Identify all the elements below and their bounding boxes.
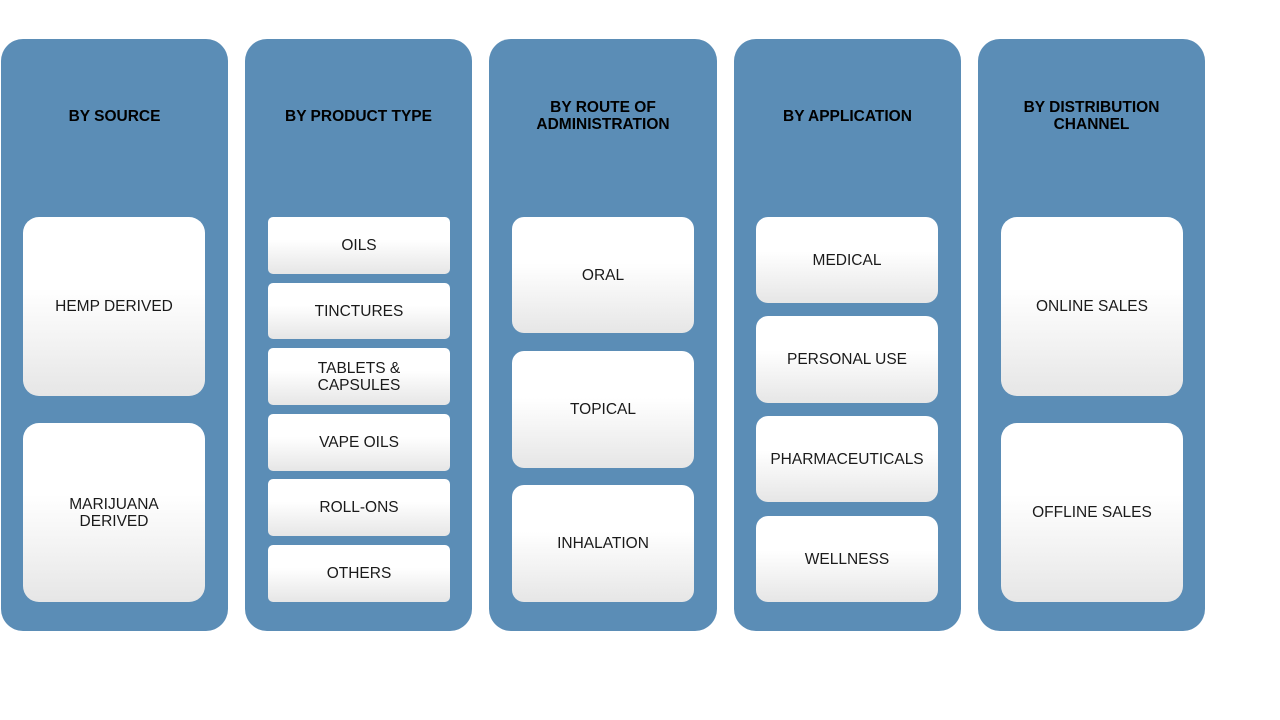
segment-box-roll-ons: ROLL-ONS xyxy=(268,479,450,536)
segment-box-topical: TOPICAL xyxy=(512,351,694,468)
segment-box-medical: MEDICAL xyxy=(756,217,938,303)
segment-column-source: BY SOURCE HEMP DERIVED MARIJUANA DERIVED xyxy=(1,39,228,631)
segment-box-tablets-capsules: TABLETS & CAPSULES xyxy=(268,348,450,405)
segment-box-oral: ORAL xyxy=(512,217,694,333)
segment-box-hemp-derived: HEMP DERIVED xyxy=(23,217,205,396)
column-title: BY ROUTE OF ADMINISTRATION xyxy=(536,99,670,133)
segment-box-offline-sales: OFFLINE SALES xyxy=(1001,423,1183,602)
segment-box-marijuana-derived: MARIJUANA DERIVED xyxy=(23,423,205,602)
segment-box-inhalation: INHALATION xyxy=(512,485,694,602)
segment-box-oils: OILS xyxy=(268,217,450,274)
segment-box-pharmaceuticals: PHARMACEUTICALS xyxy=(756,416,938,502)
segment-column-distribution: BY DISTRIBUTION CHANNEL ONLINE SALES OFF… xyxy=(978,39,1205,631)
segment-box-tinctures: TINCTURES xyxy=(268,283,450,339)
segment-column-application: BY APPLICATION MEDICAL PERSONAL USE PHAR… xyxy=(734,39,961,631)
segment-column-route: BY ROUTE OF ADMINISTRATION ORAL TOPICAL … xyxy=(489,39,717,631)
segment-box-personal-use: PERSONAL USE xyxy=(756,316,938,403)
segment-column-product-type: BY PRODUCT TYPE OILS TINCTURES TABLETS &… xyxy=(245,39,472,631)
segment-box-others: OTHERS xyxy=(268,545,450,602)
column-title: BY APPLICATION xyxy=(783,107,912,125)
segment-box-online-sales: ONLINE SALES xyxy=(1001,217,1183,396)
segment-box-vape-oils: VAPE OILS xyxy=(268,414,450,471)
segment-box-wellness: WELLNESS xyxy=(756,516,938,602)
column-title: BY SOURCE xyxy=(68,107,161,125)
column-title: BY DISTRIBUTION CHANNEL xyxy=(1023,99,1160,133)
column-title: BY PRODUCT TYPE xyxy=(285,107,432,125)
